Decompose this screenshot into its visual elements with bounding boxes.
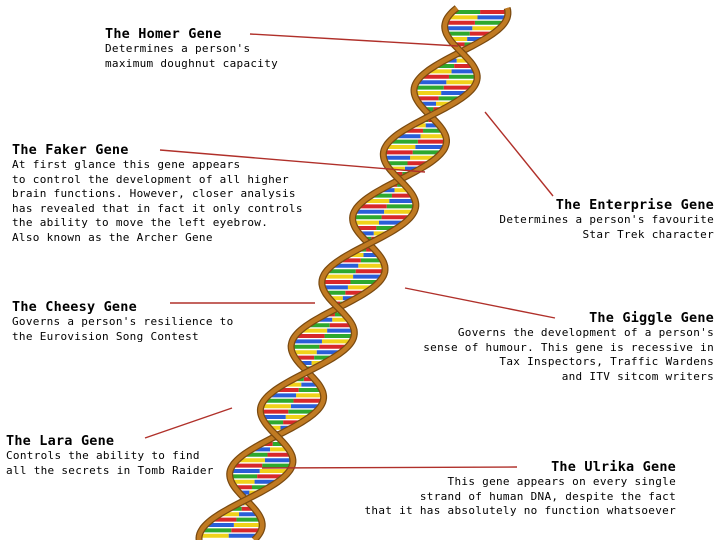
- gene-cheesy: The Cheesy Gene Governs a person's resil…: [12, 299, 234, 344]
- leader-line: [249, 33, 459, 47]
- gene-description-line: maximum doughnut capacity: [105, 56, 279, 70]
- helix-backbone: [227, 7, 511, 540]
- gene-faker: The Faker Gene At first glance this gene…: [12, 142, 303, 246]
- gene-title: The Cheesy Gene: [12, 299, 137, 315]
- gene-description-line: Governs the development of a person's: [457, 326, 714, 339]
- gene-description-line: all the secrets in Tomb Raider: [6, 463, 214, 477]
- gene-description-line: strand of human DNA, despite the fact: [419, 489, 676, 503]
- gene-description-line: the ability to move the left eyebrow.: [12, 216, 269, 230]
- gene-description-line: Determines a person's: [105, 42, 251, 55]
- gene-title: The Lara Gene: [6, 433, 115, 449]
- gene-homer: The Homer Gene Determines a person's max…: [105, 26, 278, 71]
- gene-description-line: has revealed that in fact it only contro…: [12, 201, 303, 215]
- gene-description-line: the Eurovision Song Contest: [12, 329, 199, 343]
- leader-line: [144, 407, 233, 439]
- gene-description-line: This gene appears on every single: [447, 475, 676, 488]
- gene-giggle: The Giggle Gene Governs the development …: [423, 310, 714, 384]
- gene-lara: The Lara Gene Controls the ability to fi…: [6, 433, 214, 478]
- gene-description-line: to control the development of all higher: [12, 172, 289, 186]
- gene-description-line: Tax Inspectors, Traffic Wardens: [499, 355, 714, 369]
- leader-line: [159, 149, 426, 173]
- leader-lines: [144, 33, 556, 469]
- gene-title: The Enterprise Gene: [555, 197, 714, 213]
- gene-enterprise: The Enterprise Gene Determines a person'…: [499, 197, 714, 242]
- leader-line: [404, 287, 556, 319]
- gene-description-line: Controls the ability to find: [6, 449, 200, 462]
- leader-line: [261, 466, 518, 469]
- gene-description-line: sense of humour. This gene is recessive …: [423, 340, 714, 354]
- gene-title: The Ulrika Gene: [551, 459, 676, 475]
- gene-description-line: and ITV sitcom writers: [561, 369, 714, 383]
- gene-title: The Homer Gene: [105, 26, 222, 42]
- gene-ulrika: The Ulrika Gene This gene appears on eve…: [364, 459, 676, 519]
- gene-description-line: At first glance this gene appears: [12, 158, 241, 171]
- gene-title: The Faker Gene: [12, 142, 129, 158]
- gene-description-line: Star Trek character: [582, 227, 714, 241]
- gene-description-line: brain functions. However, closer analysi…: [12, 187, 296, 201]
- gene-description-line: Also known as the Archer Gene: [12, 230, 213, 244]
- gene-description-line: Determines a person's favourite: [499, 213, 714, 226]
- helix-strands: [195, 5, 512, 540]
- helix-backbone: [196, 6, 480, 540]
- gene-title: The Giggle Gene: [589, 310, 714, 326]
- leader-line: [484, 111, 554, 197]
- gene-description-line: that it has absolutely no function whats…: [364, 504, 676, 518]
- gene-description-line: Governs a person's resilience to: [12, 315, 234, 328]
